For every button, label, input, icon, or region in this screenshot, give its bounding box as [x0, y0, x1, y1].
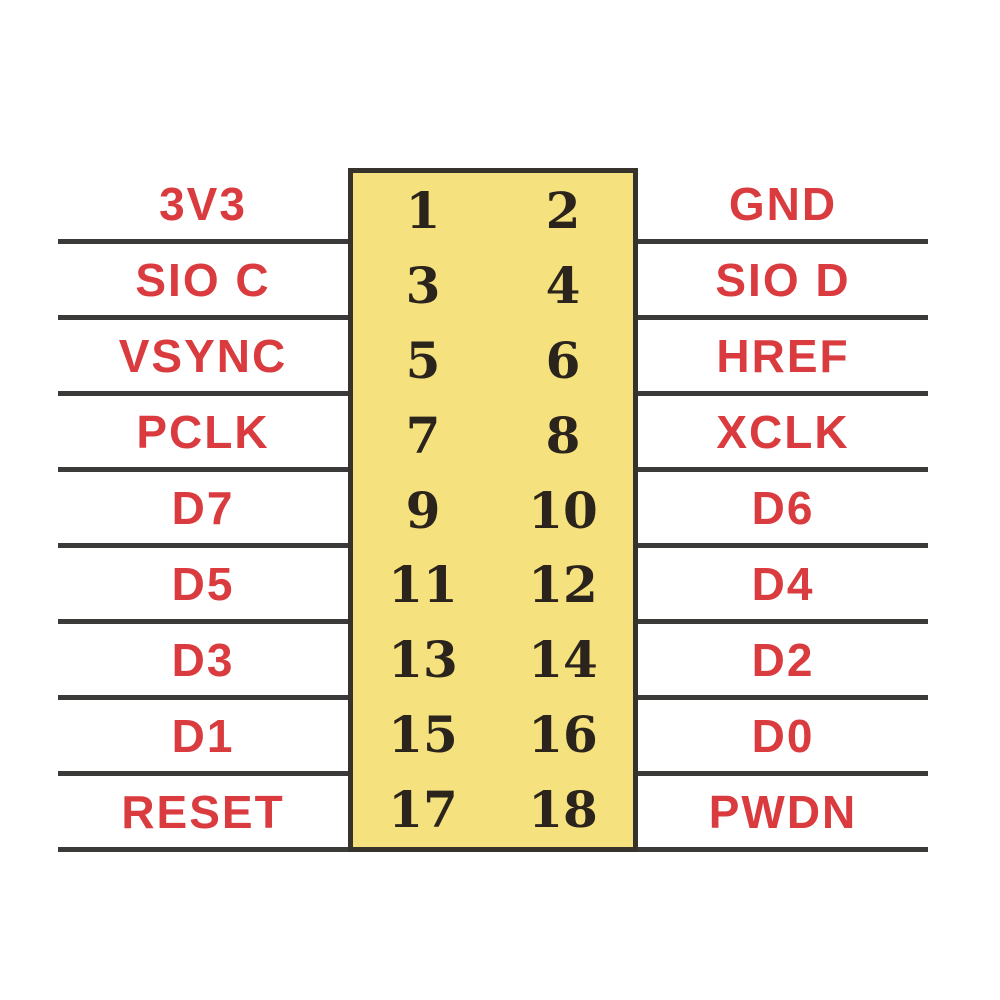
pin-number-odd: 5	[405, 330, 441, 390]
pin-row: 9 10	[353, 473, 633, 548]
pin-label-left: VSYNC	[58, 320, 348, 396]
pin-label-right: SIO D	[638, 244, 928, 320]
pin-number-even: 12	[528, 555, 598, 615]
pin-number-even: 16	[528, 705, 598, 765]
pin-number-even: 4	[545, 255, 581, 315]
pin-label-left: 3V3	[58, 168, 348, 244]
pin-label-right: D4	[638, 548, 928, 624]
pin-number-odd: 11	[388, 555, 458, 615]
pin-label-right: PWDN	[638, 776, 928, 852]
pin-row: 11 12	[353, 547, 633, 622]
pin-label-right: XCLK	[638, 396, 928, 472]
pin-label-right: HREF	[638, 320, 928, 396]
pin-number-odd: 13	[388, 630, 458, 690]
pin-number-even: 2	[545, 180, 581, 240]
pin-label-left: D1	[58, 700, 348, 776]
pin-number-even: 8	[545, 405, 581, 465]
pin-label-left: SIO C	[58, 244, 348, 320]
pin-label-left: D5	[58, 548, 348, 624]
pin-number-odd: 9	[405, 480, 441, 540]
pin-label-right: D0	[638, 700, 928, 776]
pin-label-left: PCLK	[58, 396, 348, 472]
pin-number-odd: 17	[388, 780, 458, 840]
pin-number-odd: 15	[388, 705, 458, 765]
pin-number-odd: 1	[405, 180, 441, 240]
pin-number-odd: 3	[405, 255, 441, 315]
pin-number-even: 6	[545, 330, 581, 390]
pin-number-even: 14	[528, 630, 598, 690]
pin-number-even: 10	[528, 480, 598, 540]
pin-row: 13 14	[353, 622, 633, 697]
pin-number-odd: 7	[405, 405, 441, 465]
pin-label-right: GND	[638, 168, 928, 244]
pin-number-even: 18	[528, 780, 598, 840]
pin-label-left: D3	[58, 624, 348, 700]
pin-label-left: D7	[58, 472, 348, 548]
pin-label-left: RESET	[58, 776, 348, 852]
pin-label-right: D2	[638, 624, 928, 700]
pin-label-right: D6	[638, 472, 928, 548]
